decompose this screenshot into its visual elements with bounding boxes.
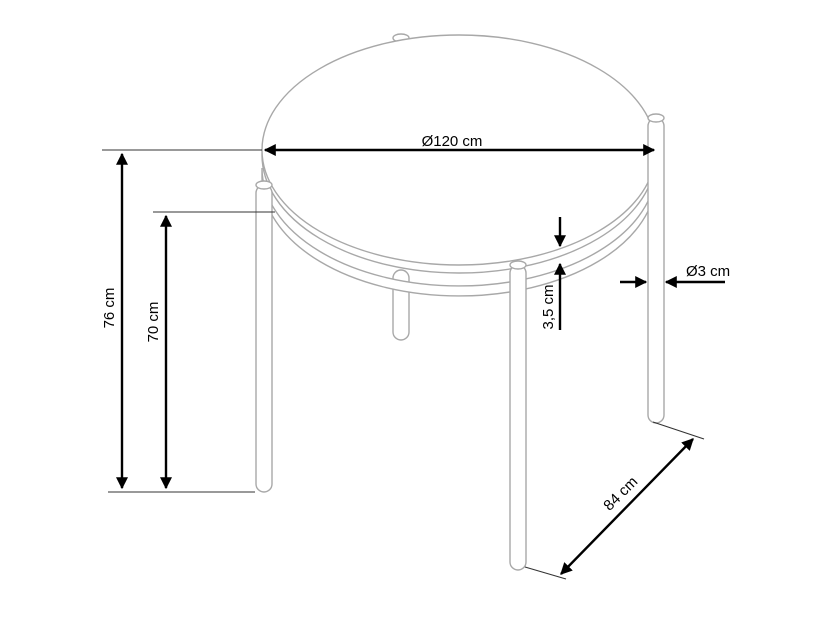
dimension-leg-span: 84 cm [524,421,705,580]
label-leg-diameter: Ø3 cm [686,263,730,280]
left-leg [255,180,273,493]
dimension-apron-height: 70 cm [145,211,275,490]
dimension-top-thickness: 3,5 cm [540,217,566,330]
label-top-diameter: Ø120 cm [422,133,483,150]
dimension-top-diameter: Ø120 cm [263,133,656,156]
table-top [261,34,657,297]
label-total-height: 76 cm [101,288,118,329]
label-apron-height: 70 cm [145,302,162,343]
dimension-leg-diameter: Ø3 cm [620,263,730,288]
dimension-total-height: 76 cm [101,149,262,493]
label-leg-span: 84 cm [600,473,641,514]
label-top-thickness: 3,5 cm [540,284,557,329]
front-leg [509,260,527,571]
right-leg [647,113,665,424]
